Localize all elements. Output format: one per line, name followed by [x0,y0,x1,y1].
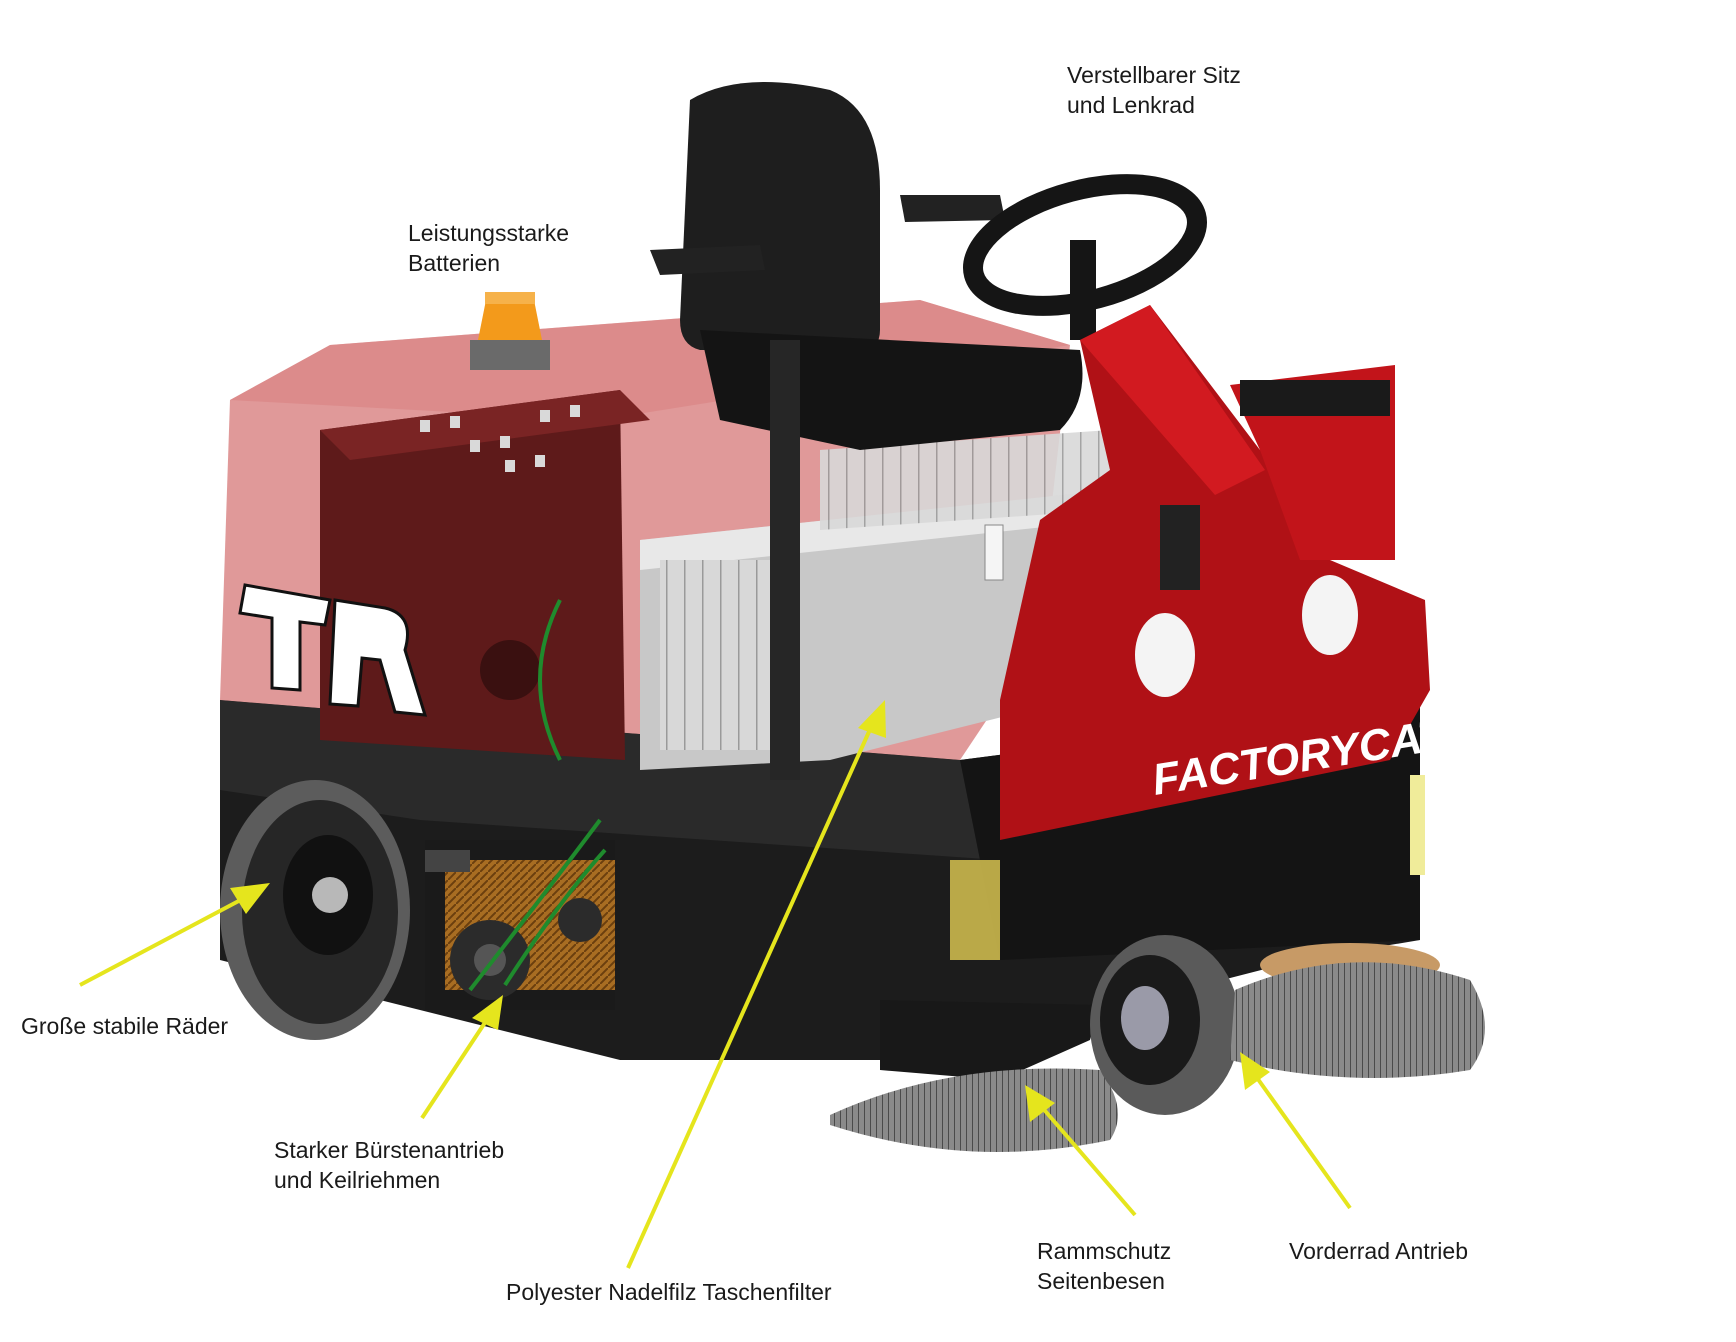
label-batteries-line1: Leistungsstarke [408,220,570,246]
label-front-drive: Vorderrad Antrieb [1289,1236,1468,1266]
label-seat-line1: Verstellbarer Sitz [1067,62,1241,88]
side-brush-left [830,1068,1118,1152]
arrow-brush-drive [420,995,503,1120]
label-wheels-line1: Große stabile Räder [21,1013,229,1039]
steering-wheel [963,174,1207,340]
rear-wheel [220,780,410,1040]
label-filter: Polyester Nadelfilz Taschenfilter [506,1277,832,1307]
front-drive-wheel [1090,935,1240,1115]
side-bumper [880,1000,1100,1080]
label-bumper-line2: Seitenbesen [1037,1268,1165,1294]
tr-logo-text: TR [0,0,2,1]
arrow-wheels [79,883,270,987]
label-seat: Verstellbarer Sitz und Lenkrad [1067,60,1241,120]
label-filter-line1: Polyester Nadelfilz Taschenfilter [506,1279,832,1305]
front-body: FACTORYCAT [1000,305,1452,840]
beacon-light [470,292,550,370]
batteries [320,390,650,761]
main-brush-drive [425,818,615,1010]
label-front-drive-line1: Vorderrad Antrieb [1289,1238,1469,1264]
pointer-arrows [79,700,1352,1269]
label-batteries-line2: Batterien [408,250,501,276]
label-seat-line2: und Lenkrad [1067,92,1195,118]
arrow-bumper [1025,1085,1137,1217]
arrow-front-drive [1240,1052,1352,1210]
label-brush-drive-line1: Starker Bürstenantrieb [274,1137,505,1163]
label-bumper: Rammschutz Seitenbesen [1037,1236,1171,1296]
operator-seat [650,82,1083,780]
tr-logo: TR [0,0,428,717]
label-bumper-line1: Rammschutz [1037,1238,1172,1264]
label-brush-drive-line2: und Keilriehmen [274,1167,441,1193]
label-brush-drive: Starker Bürstenantrieb und Keilriehmen [274,1135,504,1195]
label-batteries: Leistungsstarke Batterien [408,218,569,278]
side-brush-right [1230,943,1485,1078]
arrow-filter [626,700,886,1269]
label-wheels: Große stabile Räder [21,1011,228,1041]
yellow-marker-light [950,775,1425,960]
